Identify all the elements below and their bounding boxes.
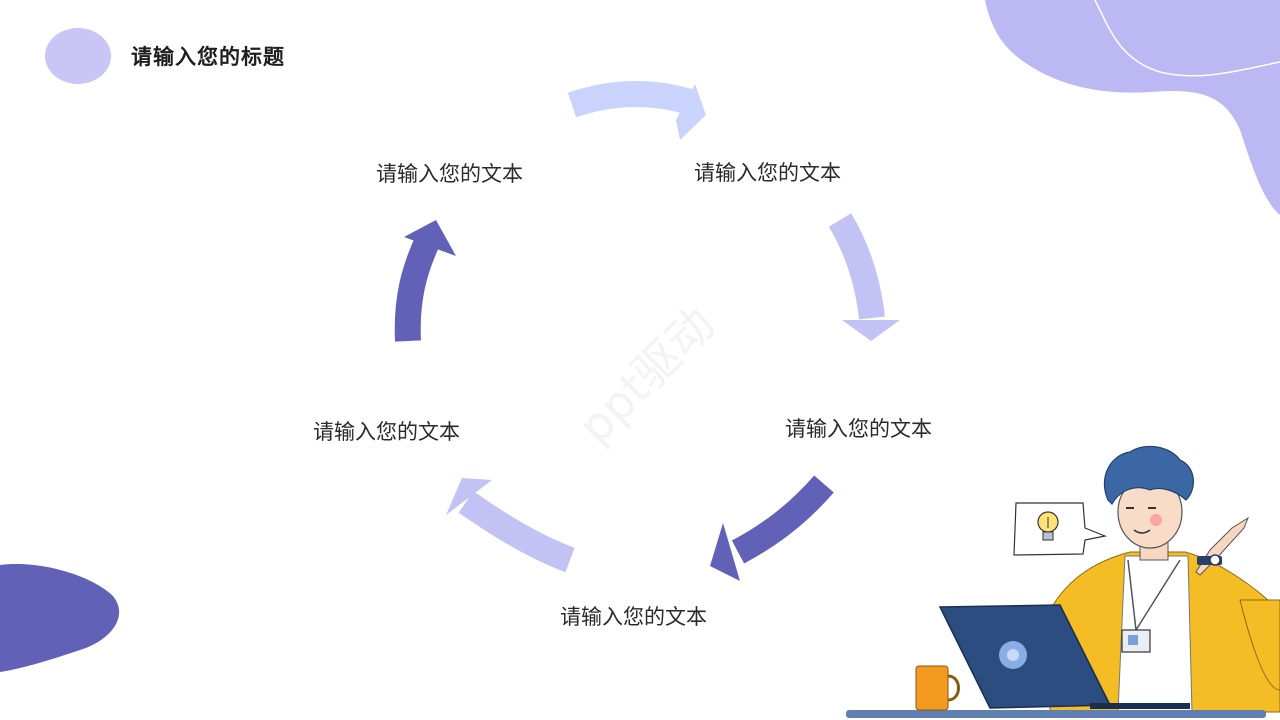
label-right[interactable]: 请输入您的文本 <box>785 417 932 441</box>
top-right-blob-line <box>1094 0 1280 77</box>
top-right-blob <box>985 0 1280 215</box>
lightbulb-icon <box>1037 511 1059 541</box>
label-top-left[interactable]: 请输入您的文本 <box>376 162 523 186</box>
arrow-top <box>567 81 706 140</box>
person-arm <box>1195 516 1250 576</box>
laptop-icon <box>938 604 1190 709</box>
title-circle <box>45 28 111 84</box>
bottom-left-blob <box>0 564 120 672</box>
speech-bubble <box>1013 502 1108 556</box>
label-left[interactable]: 请输入您的文本 <box>313 420 460 444</box>
label-bottom[interactable]: 请输入您的文本 <box>560 605 707 629</box>
mug-icon <box>915 665 960 711</box>
arrow-bottom-left <box>446 478 575 573</box>
label-top-right[interactable]: 请输入您的文本 <box>694 161 841 185</box>
desk <box>846 710 1266 718</box>
person-hair <box>1103 445 1194 505</box>
arrow-left <box>394 220 456 342</box>
slide-title[interactable]: 请输入您的标题 <box>131 44 285 69</box>
arrow-bottom-right <box>710 475 834 581</box>
arrow-right <box>828 213 900 341</box>
